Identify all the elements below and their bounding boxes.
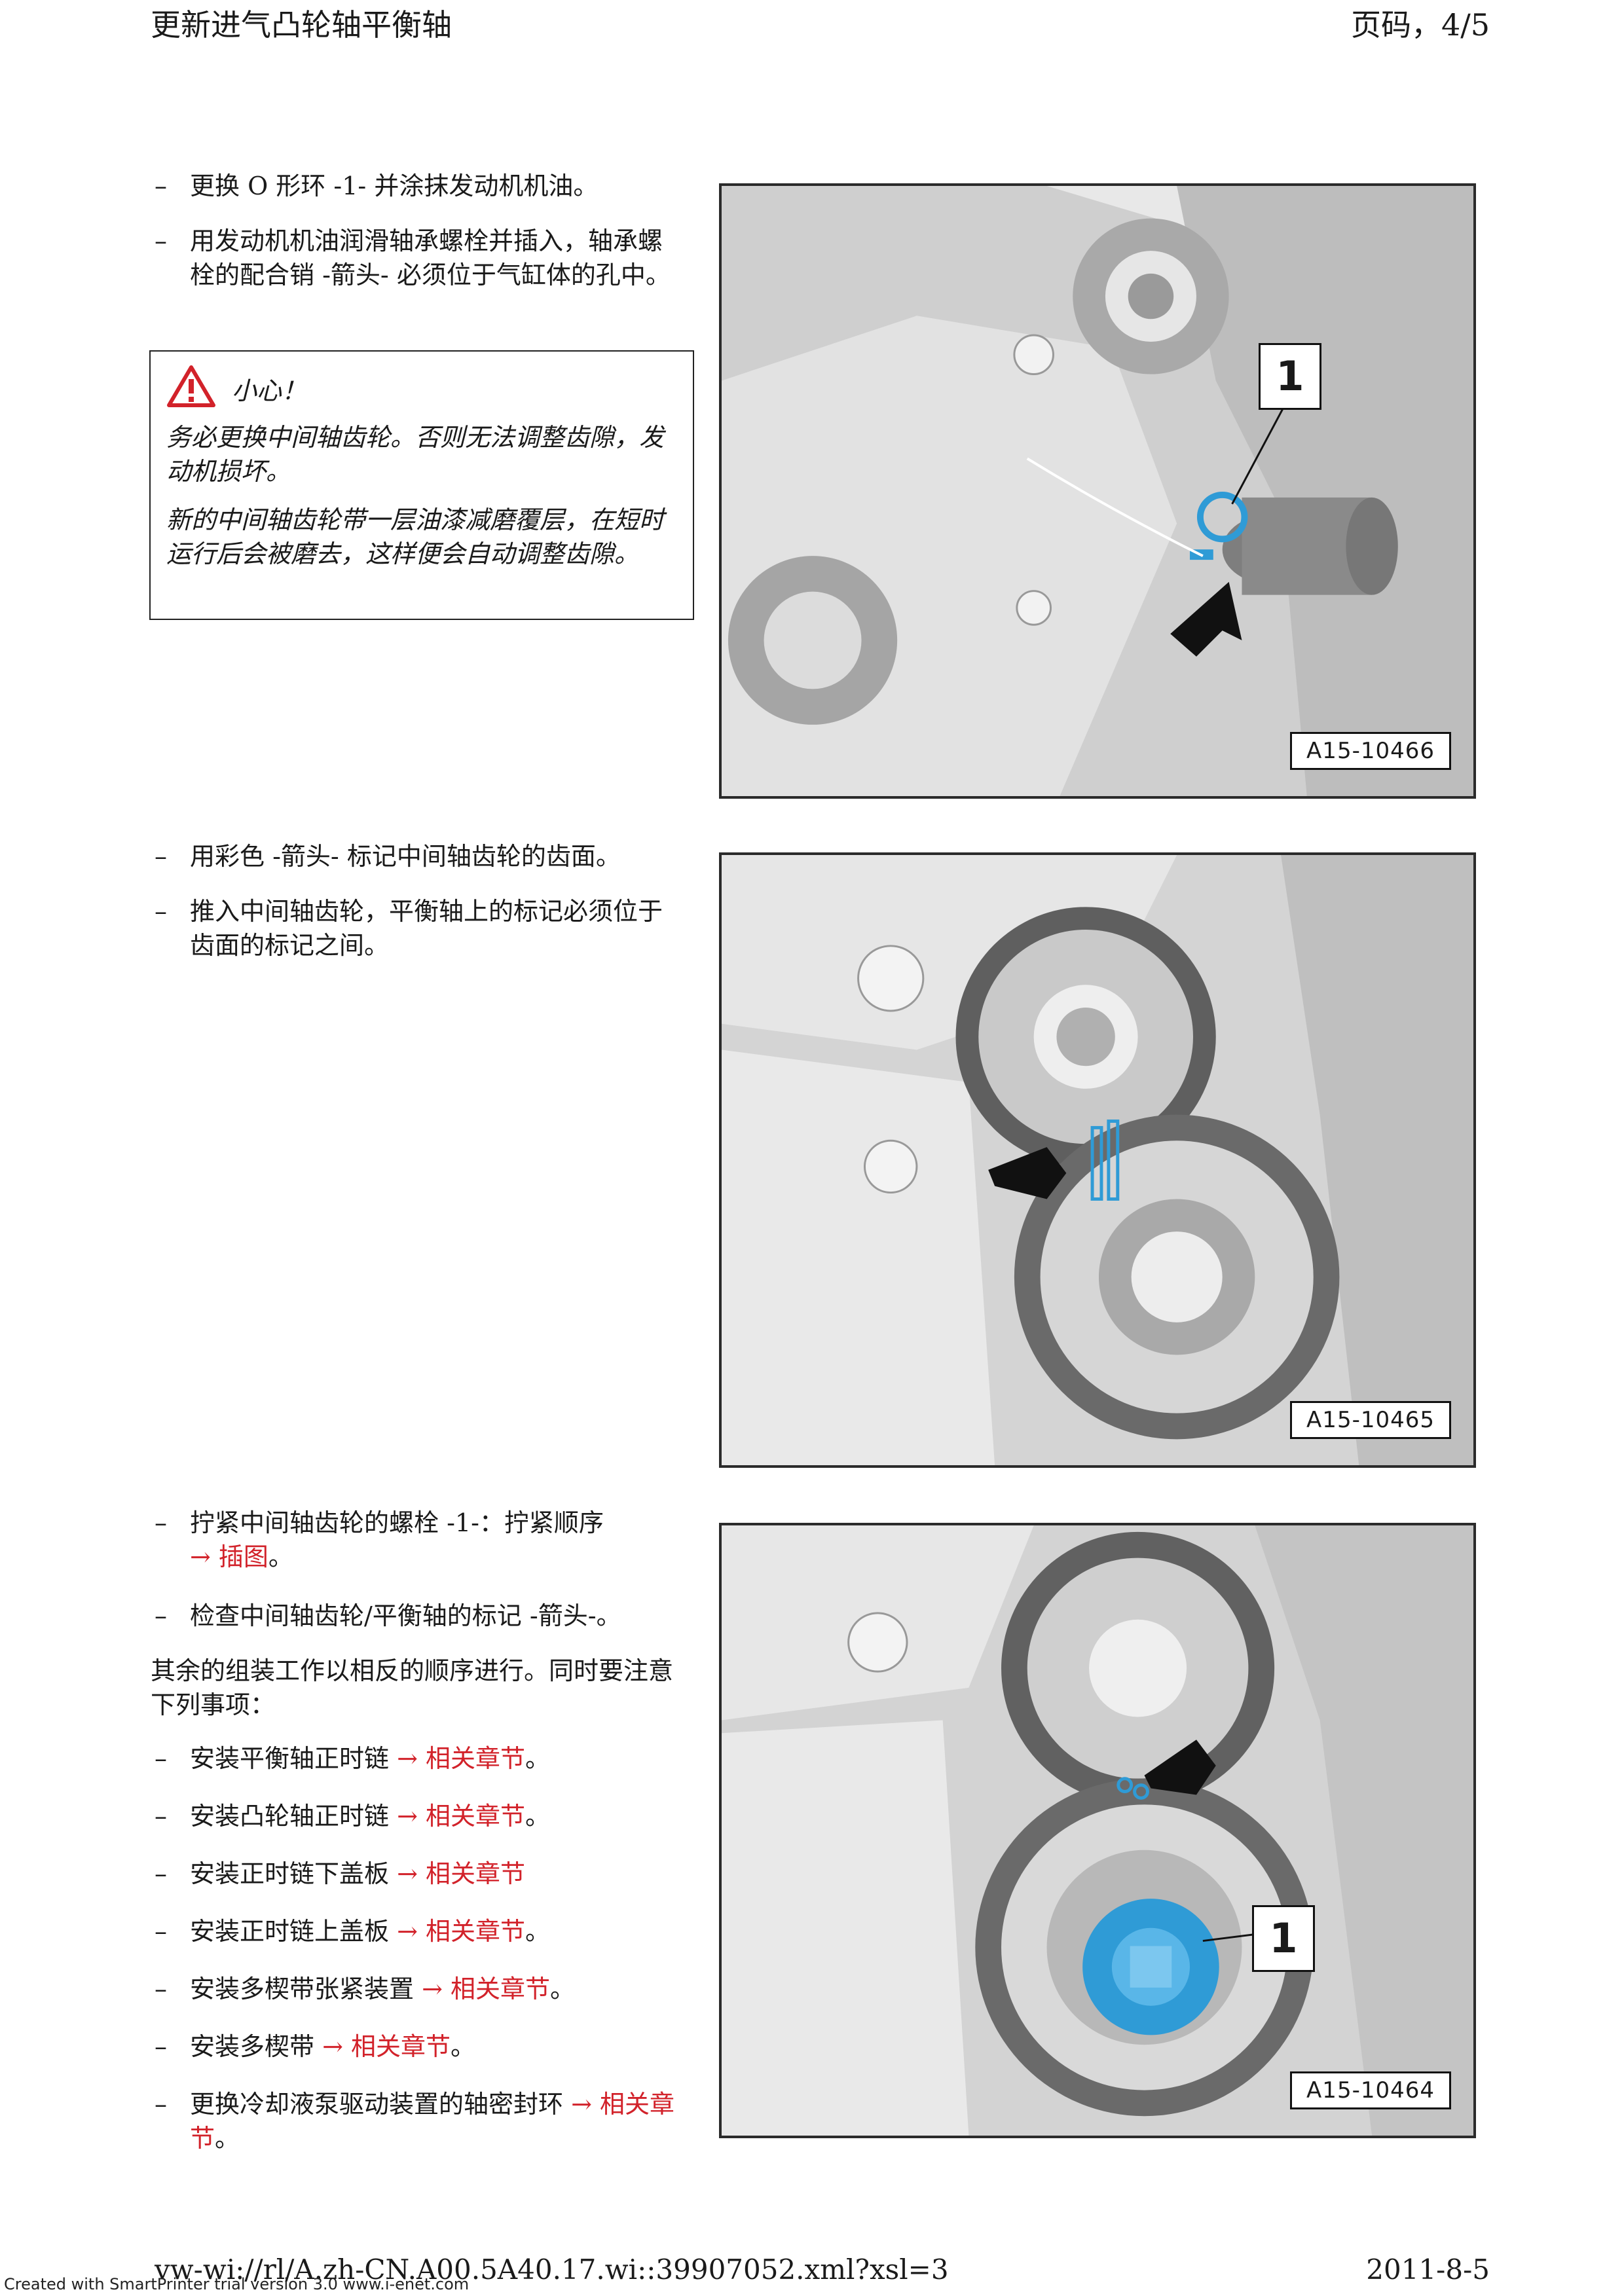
chapter-link[interactable]: → 相关章节: [422, 1975, 551, 2003]
bolt-illustration: [722, 1525, 1473, 2136]
caution-box: 小心！ 务必更换中间轴齿轮。否则无法调整齿隙，发动机损坏。 新的中间轴齿轮带一层…: [149, 350, 694, 620]
gear-illustration: [722, 855, 1473, 1465]
list-item: – 安装多楔带 → 相关章节。: [155, 2032, 476, 2061]
caution-title: 小心！: [232, 376, 307, 405]
figure-id: A15-10464: [1290, 2071, 1451, 2109]
chapter-link[interactable]: → 相关章节: [397, 1744, 526, 1773]
figure-illustration: 1 A15-10464: [719, 1523, 1476, 2138]
caution-text: 新的中间轴齿轮带一层油漆减磨覆层，在短时运行后会被磨去，这样便会自动调整齿隙。: [166, 505, 665, 568]
caution-text: 务必更换中间轴齿轮。否则无法调整齿隙，发动机损坏。: [166, 423, 665, 486]
list-item: – 用彩色 -箭头- 标记中间轴齿轮的齿面。: [155, 842, 621, 871]
page-number: 页码，4/5: [1350, 7, 1490, 43]
engine-illustration: [722, 186, 1473, 796]
callout-label: 1: [1252, 1905, 1315, 1972]
chapter-link[interactable]: → 相关章节: [397, 1802, 526, 1831]
list-item: – 拧紧中间轴齿轮的螺栓 -1-：拧紧顺序→ 插图。: [155, 1508, 604, 1571]
list-item: – 更换 O 形环 -1- 并涂抹发动机机油。: [155, 172, 599, 200]
figure-illustration: 1 A15-10466: [719, 183, 1476, 799]
chapter-link[interactable]: → 相关章节: [397, 1859, 526, 1888]
chapter-link[interactable]: → 相关章节: [397, 1917, 526, 1946]
list-item: – 安装多楔带张紧装置 → 相关章节。: [155, 1975, 576, 2003]
figure-id: A15-10466: [1290, 732, 1451, 770]
figure-link[interactable]: → 插图: [190, 1542, 268, 1571]
watermark-text: Created with SmartPrinter trial version …: [4, 2275, 470, 2293]
body-paragraph: 其余的组装工作以相反的顺序进行。同时要注意下列事项：: [151, 1656, 674, 1719]
chapter-link[interactable]: → 相关章节: [322, 2032, 451, 2061]
print-date: 2011-8-5: [1366, 2253, 1490, 2286]
list-item: – 检查中间轴齿轮/平衡轴的标记 -箭头-。: [155, 1601, 621, 1630]
source-url: vw-wi://rl/A.zh-CN.A00.5A40.17.wi::39907…: [155, 2253, 949, 2286]
page-title: 更新进气凸轮轴平衡轴: [151, 7, 452, 43]
list-item: – 安装平衡轴正时链 → 相关章节。: [155, 1744, 551, 1773]
chapter-link[interactable]: → 相关章节: [190, 2090, 675, 2153]
list-item: – 用发动机机油润滑轴承螺栓并插入，轴承螺栓的配合销 -箭头- 必须位于气缸体的…: [155, 227, 671, 289]
list-item: – 安装正时链上盖板 → 相关章节。: [155, 1917, 551, 1946]
list-item: – 更换冷却液泵驱动装置的轴密封环 → 相关章节。: [155, 2090, 675, 2153]
figure-id: A15-10465: [1290, 1401, 1451, 1439]
list-item: – 安装凸轮轴正时链 → 相关章节。: [155, 1802, 551, 1831]
list-item: – 安装正时链下盖板 → 相关章节: [155, 1859, 526, 1888]
figure-illustration: A15-10465: [719, 852, 1476, 1468]
list-item: – 推入中间轴齿轮，平衡轴上的标记必须位于齿面的标记之间。: [155, 897, 663, 960]
warning-icon: [166, 365, 216, 416]
callout-label: 1: [1259, 343, 1321, 410]
